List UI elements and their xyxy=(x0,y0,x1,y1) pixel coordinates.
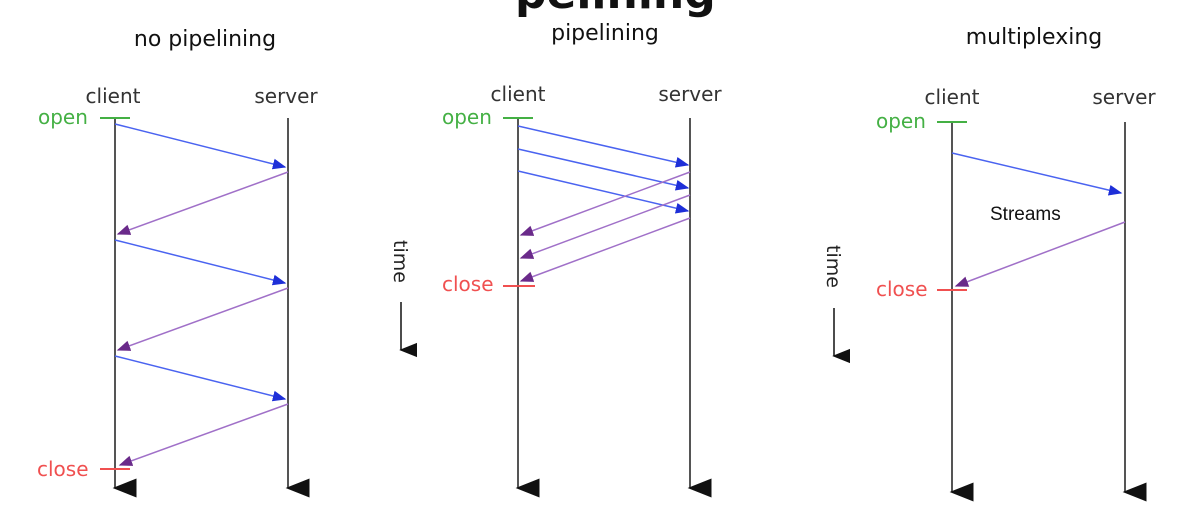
open-label: open xyxy=(38,105,88,129)
client-label: client xyxy=(925,85,980,109)
response-arrow xyxy=(519,217,691,282)
response-arrow xyxy=(116,171,289,235)
server-label: server xyxy=(658,82,722,106)
panel-multiplexing: multiplexing client server open close St… xyxy=(822,25,1156,502)
response-arrow xyxy=(954,221,1126,287)
panel-title: multiplexing xyxy=(966,25,1103,50)
close-label: close xyxy=(37,457,89,481)
client-label: client xyxy=(491,82,546,106)
request-arrow xyxy=(517,170,690,214)
panel-pipelining: pipelining client server open close time xyxy=(389,21,722,498)
request-arrow xyxy=(517,125,690,168)
time-label: time xyxy=(389,240,411,283)
panel-no-pipelining: no pipelining client server open close xyxy=(37,27,318,498)
panel-title: pipelining xyxy=(551,21,659,46)
close-label: close xyxy=(876,277,928,301)
request-arrow xyxy=(114,239,287,286)
server-label: server xyxy=(254,84,318,108)
response-arrow xyxy=(116,287,289,351)
client-label: client xyxy=(86,84,141,108)
request-arrow xyxy=(951,152,1123,196)
streams-label: Streams xyxy=(990,204,1061,225)
response-arrow xyxy=(118,403,289,466)
open-label: open xyxy=(876,109,926,133)
server-label: server xyxy=(1092,85,1156,109)
close-label: close xyxy=(442,272,494,296)
request-arrow xyxy=(114,355,287,402)
open-label: open xyxy=(442,105,492,129)
panel-title: no pipelining xyxy=(134,27,276,52)
response-arrow xyxy=(519,194,691,259)
time-label: time xyxy=(822,245,844,288)
response-arrow xyxy=(519,171,691,236)
cut-off-heading: pelining xyxy=(515,0,716,19)
request-arrow xyxy=(114,123,287,170)
request-arrow xyxy=(517,148,690,191)
